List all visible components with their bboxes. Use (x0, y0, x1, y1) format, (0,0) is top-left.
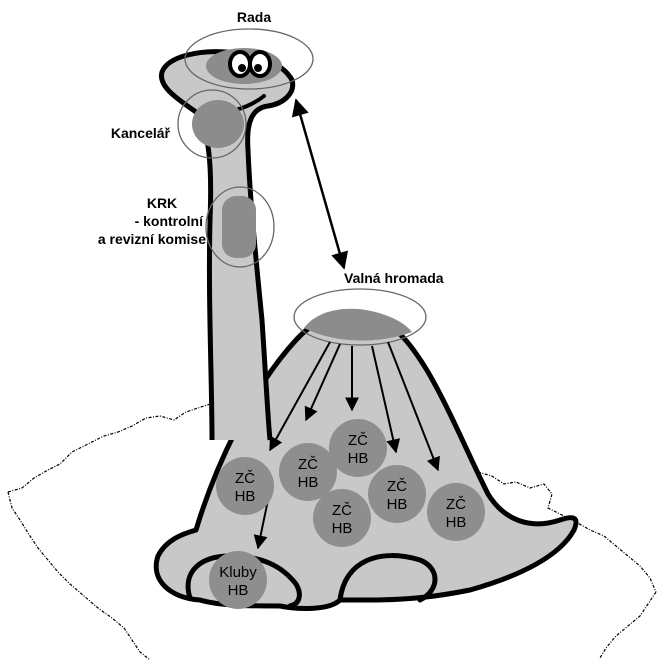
svg-text:HB: HB (228, 582, 249, 599)
svg-text:HB: HB (348, 450, 369, 467)
unit-zc-hb-4: ZČ HB (368, 465, 426, 523)
svg-text:HB: HB (235, 488, 256, 505)
svg-text:HB: HB (446, 514, 467, 531)
kancelar-zone (192, 100, 244, 148)
svg-text:HB: HB (332, 520, 353, 537)
unit-zc-hb-3: ZČ HB (329, 419, 387, 477)
svg-text:HB: HB (298, 474, 319, 491)
svg-text:ZČ: ZČ (387, 478, 407, 495)
label-krk-1: KRK (147, 195, 177, 211)
svg-text:HB: HB (387, 496, 408, 513)
svg-text:ZČ: ZČ (298, 456, 318, 473)
label-kancelar: Kancelář (111, 125, 171, 141)
label-krk-3: a revizní komise (98, 231, 206, 247)
double-arrow (296, 100, 344, 268)
svg-text:ZČ: ZČ (235, 470, 255, 487)
unit-zc-hb-2: ZČ HB (279, 443, 337, 501)
svg-text:Kluby: Kluby (219, 564, 257, 581)
label-valna-hromada: Valná hromada (344, 270, 444, 286)
svg-text:ZČ: ZČ (332, 502, 352, 519)
unit-zc-hb-1: ZČ HB (216, 457, 274, 515)
svg-text:ZČ: ZČ (446, 496, 466, 513)
label-rada: Rada (237, 9, 271, 25)
unit-zc-hb-6: ZČ HB (427, 483, 485, 541)
label-krk-2: - kontrolní (135, 213, 205, 229)
kluby-hb: Kluby HB (209, 551, 267, 609)
unit-zc-hb-5: ZČ HB (313, 489, 371, 547)
svg-text:ZČ: ZČ (348, 432, 368, 449)
krk-zone (222, 196, 256, 258)
